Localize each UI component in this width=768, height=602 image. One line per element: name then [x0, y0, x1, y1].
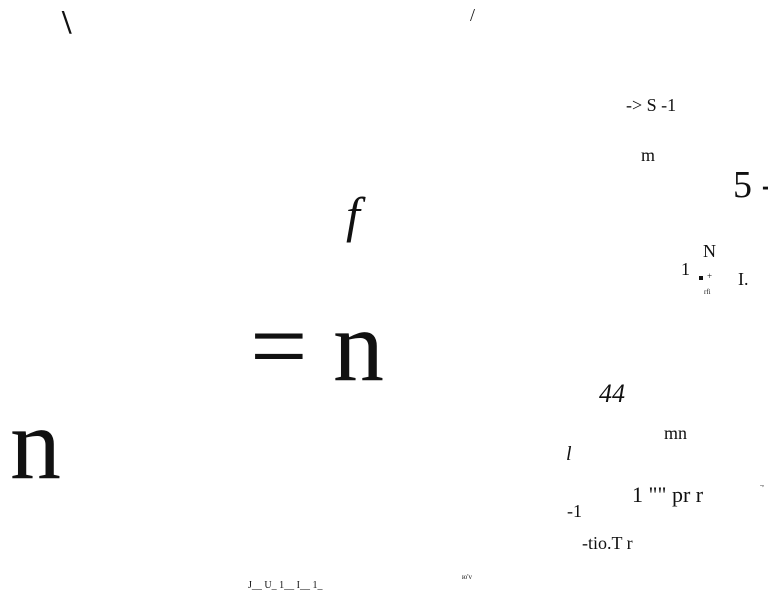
m-text: m — [641, 145, 656, 165]
minus-one-text: -1 — [567, 501, 582, 521]
large-n-symbol: n — [10, 388, 61, 501]
five-text: 5 - — [733, 164, 768, 206]
tio-text: -tio.T r — [582, 533, 633, 553]
corner-mark: ., — [760, 479, 764, 488]
square-dot-icon — [699, 276, 703, 280]
slash-mark: / — [470, 5, 476, 25]
italic-f-symbol: f — [346, 187, 360, 243]
i-dot-text: I. — [738, 269, 749, 289]
plus-text: + — [707, 271, 713, 281]
mn-text: mn — [664, 423, 688, 443]
forty-four-text: 44 — [599, 379, 625, 408]
rfi-subscript: rfi — [704, 288, 711, 296]
equals-n-expression: = n — [250, 290, 385, 403]
italic-l-text: l — [566, 443, 572, 465]
one-quotes-text: 1 "" pr r — [632, 482, 704, 507]
n-superscript: N — [703, 241, 716, 261]
one-text: 1 — [681, 259, 690, 279]
baseline-marks: J__ U_ 1__ I__ 1_ — [248, 580, 323, 591]
backslash-mark: \ — [62, 4, 72, 41]
kov-text: ю'v — [462, 573, 472, 581]
arrow-s-text: -> S -1 — [626, 95, 677, 115]
